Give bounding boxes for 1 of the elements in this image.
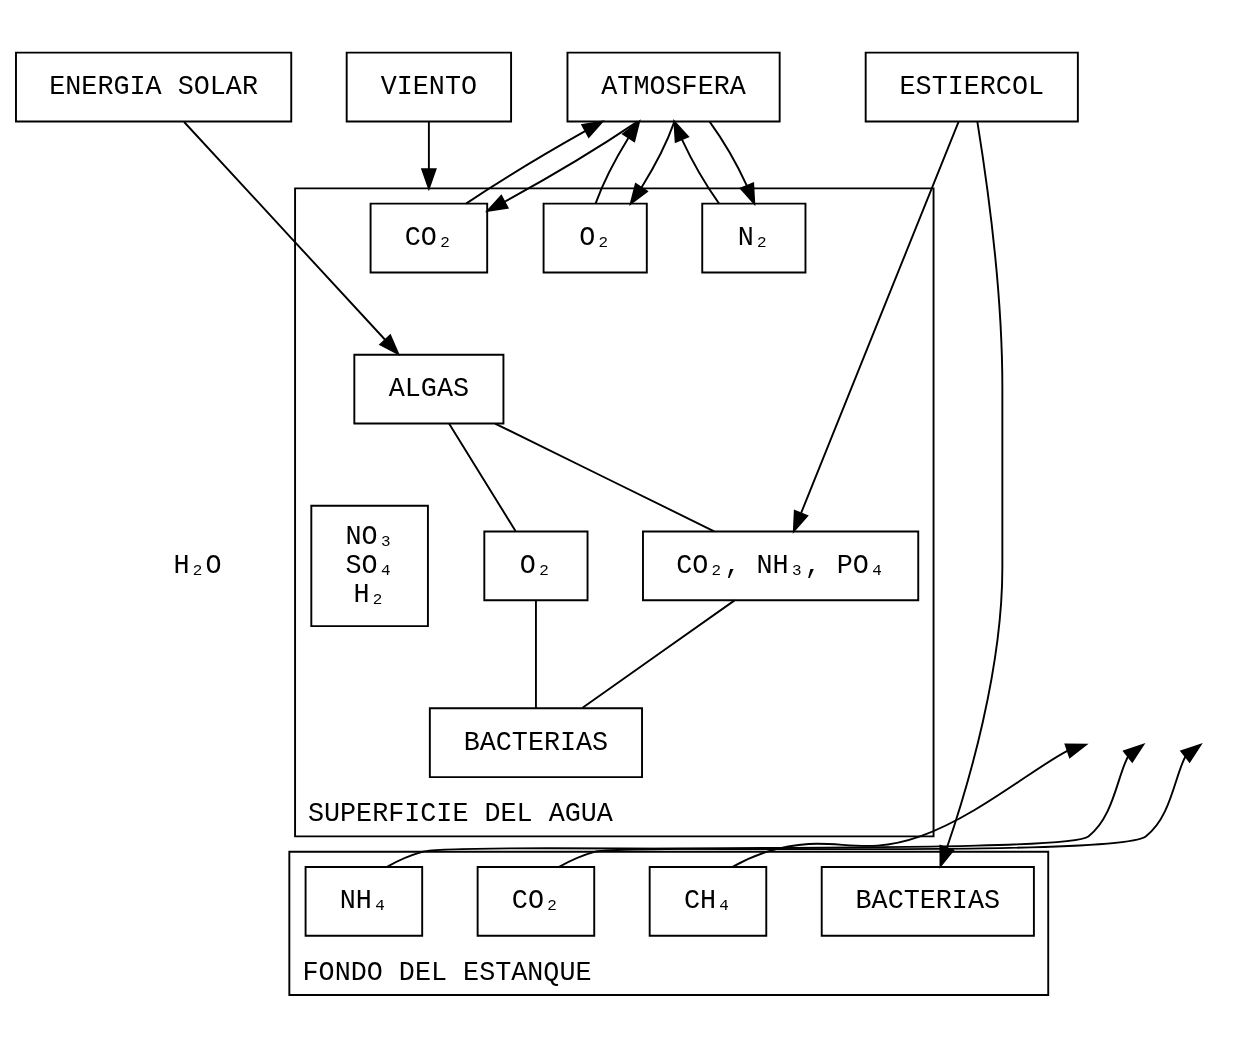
- label: H₂O: [173, 550, 222, 581]
